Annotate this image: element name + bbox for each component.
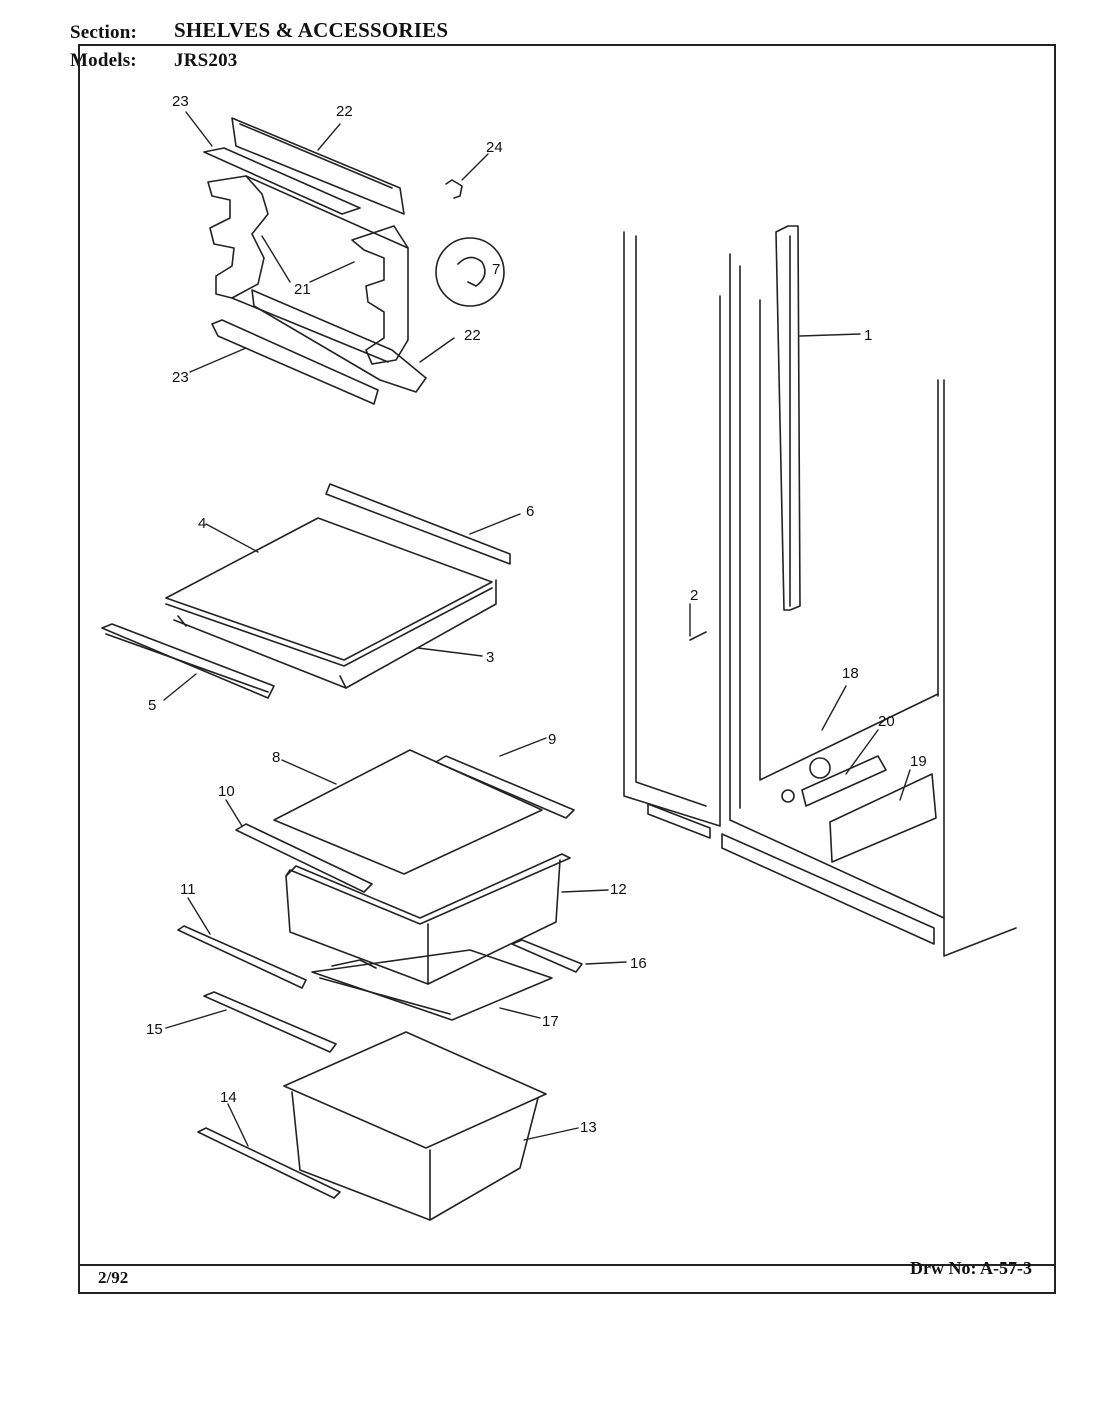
callout-labels: 23 22 24 21 22 23 1 7 6 4 3 2 5 18 9 8 2… [146, 93, 927, 1136]
callout-21: 21 [294, 281, 311, 298]
callout-12: 12 [610, 881, 627, 898]
callout-23-top: 23 [172, 93, 189, 110]
crisper-assembly [177, 749, 583, 1221]
glass-shelf-assembly [101, 237, 511, 699]
callout-19: 19 [910, 753, 927, 770]
section-label: Section: [70, 22, 138, 43]
callout-2: 2 [690, 587, 698, 604]
callout-22-bottom: 22 [464, 327, 481, 344]
door-bin-assembly [203, 117, 463, 405]
callout-24: 24 [486, 139, 503, 156]
callout-6: 6 [526, 503, 534, 520]
callout-16: 16 [630, 955, 647, 972]
cabinet-liner [623, 225, 1017, 957]
callout-13: 13 [580, 1119, 597, 1136]
drawing-date: 2/92 [98, 1268, 129, 1287]
callout-14: 14 [220, 1089, 237, 1106]
callout-3: 3 [486, 649, 494, 666]
callout-4: 4 [198, 515, 206, 532]
callout-9: 9 [548, 731, 556, 748]
callout-22-top: 22 [336, 103, 353, 120]
callout-23-bottom: 23 [172, 369, 189, 386]
callout-20: 20 [878, 713, 895, 730]
callout-15: 15 [146, 1021, 163, 1038]
drawing-number: Drw No: A-57-3 [910, 1258, 1032, 1278]
drawing-frame [78, 44, 1056, 1294]
callout-7: 7 [492, 261, 500, 278]
callout-10: 10 [218, 783, 235, 800]
section-title: SHELVES & ACCESSORIES [174, 18, 449, 42]
callout-17: 17 [542, 1013, 559, 1030]
footer-divider [80, 1264, 1054, 1266]
models-label: Models: [70, 50, 137, 71]
callout-18: 18 [842, 665, 859, 682]
callout-11: 11 [180, 881, 196, 898]
leader-lines [163, 111, 911, 1147]
callout-8: 8 [272, 749, 280, 766]
callout-5: 5 [148, 697, 156, 714]
models-value: JRS203 [174, 50, 238, 71]
callout-1: 1 [864, 327, 872, 344]
